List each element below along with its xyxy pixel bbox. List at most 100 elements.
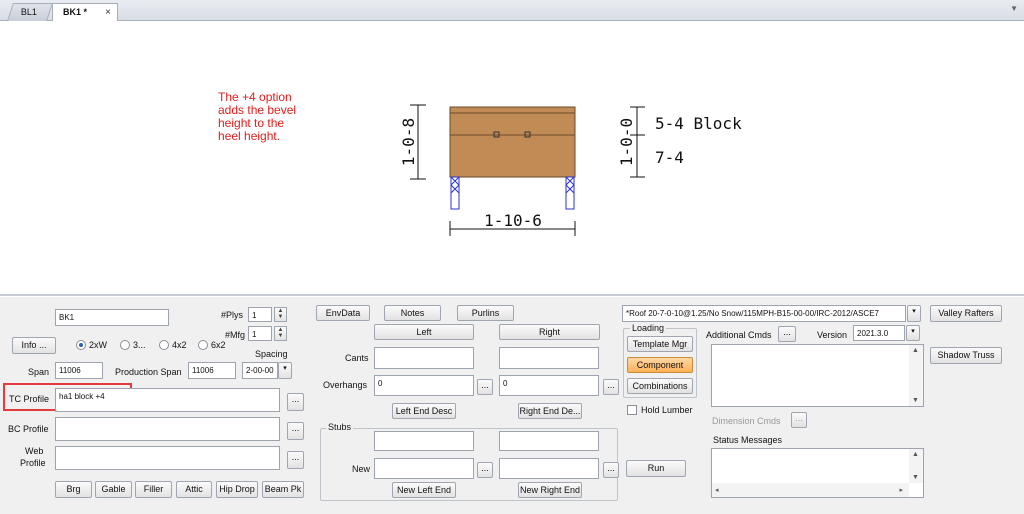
right-header: Right	[499, 324, 600, 340]
tc-profile-label: TC Profile	[9, 394, 50, 404]
notes-button[interactable]: Notes	[384, 305, 441, 321]
gable-button[interactable]: Gable	[95, 481, 132, 498]
spacing-label: Spacing	[255, 349, 288, 359]
mfg-label: #Mfg	[225, 330, 246, 340]
purlins-button[interactable]: Purlins	[457, 305, 514, 321]
dimension-cmds-browse-button[interactable]: ...	[791, 412, 807, 428]
tc-profile-field[interactable]: ha1 block +4	[55, 388, 280, 412]
info-button[interactable]: Info ...	[12, 337, 56, 354]
web-profile-label-2: Profile	[20, 458, 46, 468]
left-end-desc-button[interactable]: Left End Desc	[392, 403, 456, 419]
spacing-select[interactable]: 2-00-00	[242, 362, 278, 379]
block-marker-right	[524, 131, 531, 138]
tab-bk1[interactable]: BK1 * ×	[52, 3, 118, 21]
option-6x2-radio[interactable]	[198, 340, 208, 350]
status-scroll-up-icon[interactable]: ▲	[912, 451, 919, 458]
option-4x2-label: 4x2	[172, 340, 187, 350]
new-left-field[interactable]	[374, 458, 474, 479]
spacing-dropdown-icon[interactable]: ▾	[278, 362, 292, 379]
loading-label: Loading	[630, 323, 667, 333]
bc-profile-label: BC Profile	[8, 424, 49, 434]
drawing-canvas[interactable]: The +4 option adds the bevel height to t…	[0, 21, 1024, 296]
block-body	[449, 106, 576, 178]
brg-button[interactable]: Brg	[55, 481, 92, 498]
version-select[interactable]: 2021.3.0	[853, 325, 905, 341]
dimension-cmds-label: Dimension Cmds	[712, 416, 781, 426]
combinations-button[interactable]: Combinations	[627, 378, 693, 394]
hip-drop-button[interactable]: Hip Drop	[216, 481, 258, 498]
stubs-label: Stubs	[326, 422, 354, 432]
component-button[interactable]: Component	[627, 357, 693, 373]
status-messages-label: Status Messages	[713, 435, 783, 445]
option-3-label: 3...	[133, 340, 146, 350]
cants-left-field[interactable]	[374, 347, 474, 369]
tc-profile-browse-button[interactable]: ...	[287, 393, 304, 411]
tab-bl1[interactable]: BL1	[7, 3, 53, 21]
overhang-right-field[interactable]: 0	[499, 375, 599, 396]
mfg-field[interactable]: 1	[248, 326, 272, 341]
chevron-down-icon[interactable]: ▼	[1010, 4, 1018, 13]
overhang-right-browse-button[interactable]: ...	[603, 379, 619, 395]
overhangs-label: Overhangs	[323, 380, 368, 390]
name-field[interactable]: BK1	[55, 309, 169, 326]
shadow-truss-button[interactable]: Shadow Truss	[930, 347, 1002, 364]
load-template-dropdown-icon[interactable]: ▾	[907, 305, 921, 322]
cants-label: Cants	[345, 353, 369, 363]
option-2xw-radio[interactable]	[76, 340, 86, 350]
plys-spinner[interactable]: ▲▼	[274, 307, 287, 322]
left-support-cross	[450, 176, 460, 194]
status-vertical-scrollbar[interactable]: ▲ ▼	[909, 449, 923, 483]
new-right-browse-button[interactable]: ...	[603, 462, 619, 478]
status-scroll-right-icon[interactable]: ▸	[899, 487, 903, 494]
plys-label: #Plys	[221, 310, 244, 320]
option-4x2-radio[interactable]	[159, 340, 169, 350]
overhang-left-field[interactable]: 0	[374, 375, 474, 396]
template-mgr-button[interactable]: Template Mgr	[627, 336, 693, 352]
status-horizontal-scrollbar[interactable]: ◂ ▸	[712, 483, 909, 497]
beam-pk-button[interactable]: Beam Pk	[262, 481, 304, 498]
new-left-end-button[interactable]: New Left End	[392, 482, 456, 498]
plys-field[interactable]: 1	[248, 307, 272, 322]
right-end-desc-button[interactable]: Right End De...	[518, 403, 582, 419]
new-left-browse-button[interactable]: ...	[477, 462, 493, 478]
filler-button[interactable]: Filler	[135, 481, 172, 498]
close-icon[interactable]: ×	[105, 7, 111, 18]
annotation-note: The +4 option adds the bevel height to t…	[218, 90, 297, 143]
right-dimension: 1-0-0	[617, 118, 636, 166]
hold-lumber-checkbox[interactable]	[627, 405, 637, 415]
bc-profile-browse-button[interactable]: ...	[287, 422, 304, 440]
new-label: New	[352, 464, 371, 474]
right-support-cross	[565, 176, 575, 194]
version-dropdown-icon[interactable]: ▾	[906, 325, 920, 341]
web-profile-browse-button[interactable]: ...	[287, 451, 304, 469]
web-profile-field[interactable]	[55, 446, 280, 470]
stubs-right-field[interactable]	[499, 431, 599, 451]
span-field[interactable]: 11006	[55, 362, 103, 379]
status-scroll-down-icon[interactable]: ▼	[912, 474, 919, 481]
run-button[interactable]: Run	[626, 460, 686, 477]
stubs-left-field[interactable]	[374, 431, 474, 451]
additional-cmds-scrollbar[interactable]: ▲ ▼	[909, 345, 923, 406]
scroll-down-icon[interactable]: ▼	[912, 397, 919, 404]
right-support	[565, 176, 575, 210]
bottom-dimension: 1-10-6	[484, 211, 542, 230]
scroll-up-icon[interactable]: ▲	[912, 347, 919, 354]
attic-button[interactable]: Attic	[176, 481, 212, 498]
overhang-left-browse-button[interactable]: ...	[477, 379, 493, 395]
bc-profile-field[interactable]	[55, 417, 280, 441]
additional-cmds-box[interactable]	[711, 344, 924, 407]
span-label: Span	[28, 367, 50, 377]
production-span-field[interactable]: 11006	[188, 362, 236, 379]
lower-label: 7-4	[655, 148, 684, 167]
load-template-select[interactable]: *Roof 20-7-0-10@1.25/No Snow/115MPH-B15-…	[622, 305, 906, 322]
additional-cmds-browse-button[interactable]: ...	[778, 326, 796, 342]
option-3-radio[interactable]	[120, 340, 130, 350]
valley-rafters-button[interactable]: Valley Rafters	[930, 305, 1002, 322]
envdata-button[interactable]: EnvData	[316, 305, 370, 321]
new-right-field[interactable]	[499, 458, 599, 479]
cants-right-field[interactable]	[499, 347, 599, 369]
new-right-end-button[interactable]: New Right End	[518, 482, 582, 498]
mfg-spinner[interactable]: ▲▼	[274, 326, 287, 341]
block-drawing: 1-0-8 1-10-6 1-0-0 5-4 Block 7-4	[399, 104, 742, 236]
status-scroll-left-icon[interactable]: ◂	[715, 487, 719, 494]
